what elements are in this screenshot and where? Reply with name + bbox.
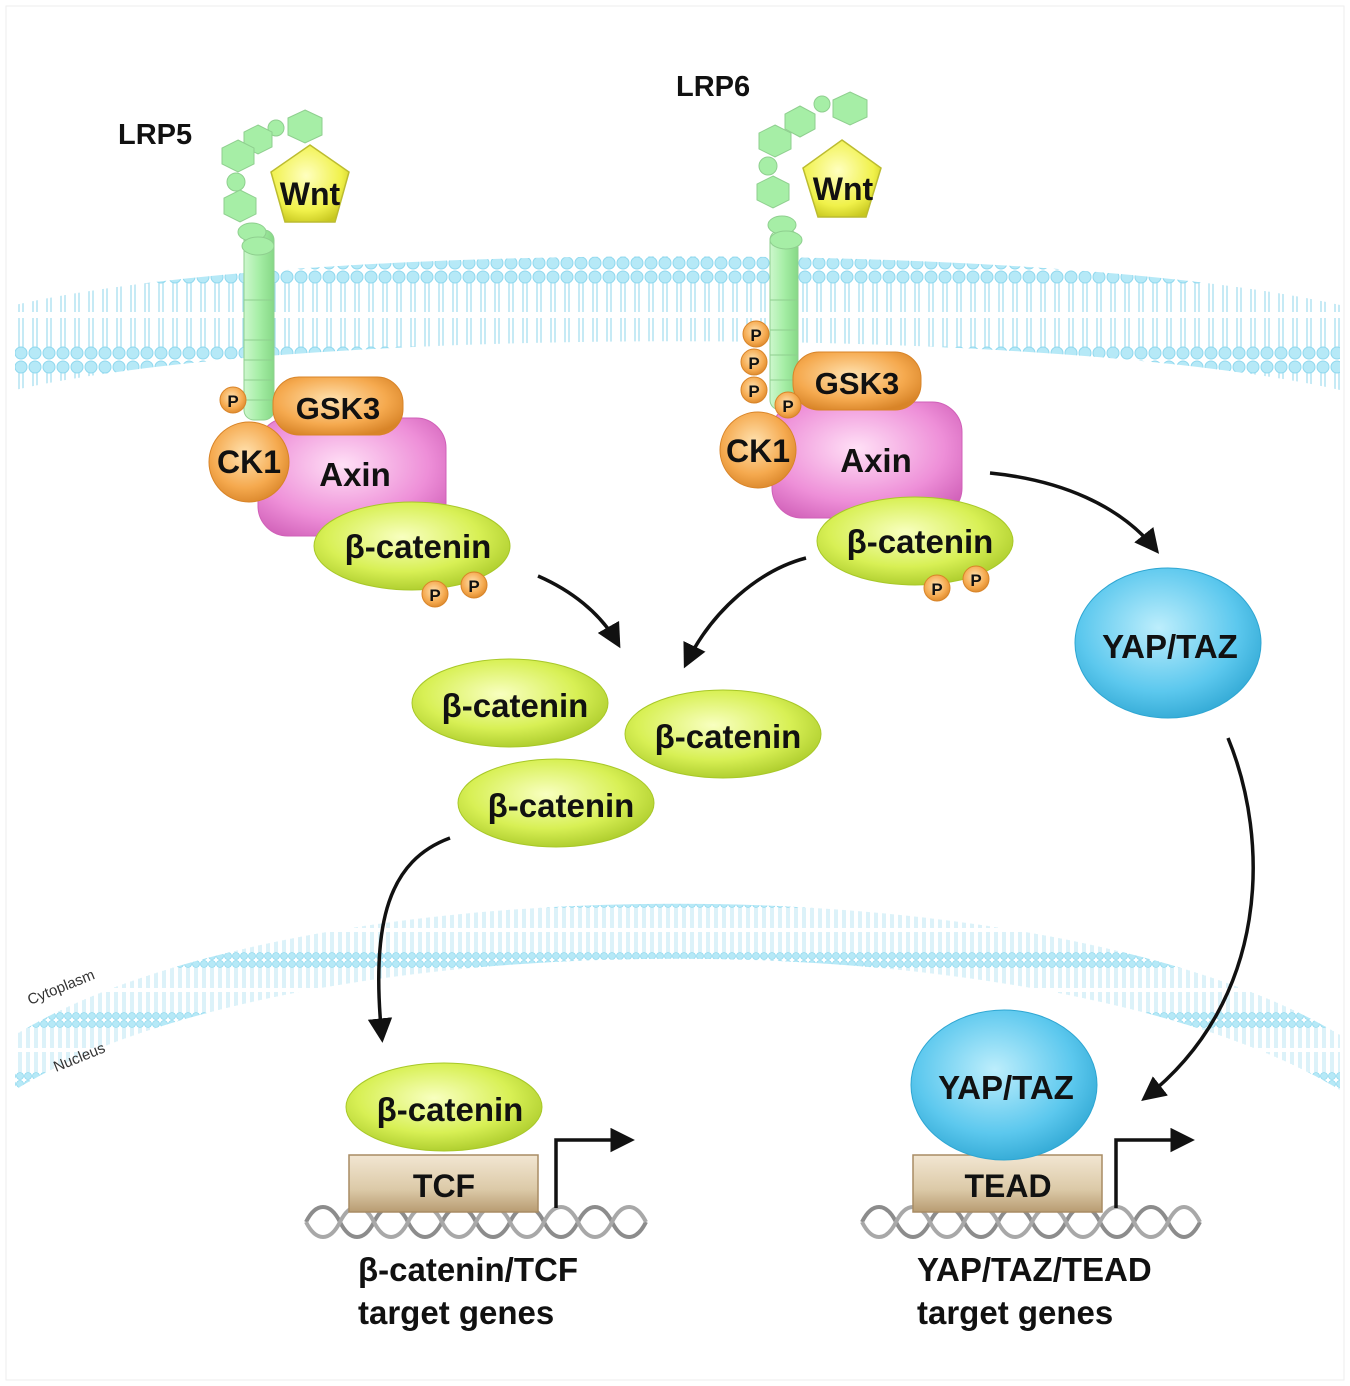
ck1-right-label: CK1 (726, 433, 790, 469)
beta-catenin-nucleus: β-catenin (345, 1062, 543, 1152)
wnt-ligand-right: Wnt (802, 139, 882, 218)
arrow-yap-to-nucleus (1141, 737, 1255, 1102)
phospho-right-bcat-1: P (931, 580, 942, 599)
free-beta-catenin-1: β-catenin (411, 658, 609, 748)
beta-catenin-left-complex-label: β-catenin (345, 528, 492, 565)
lrp5-receptor (221, 109, 323, 421)
tead-targets-line1: YAP/TAZ/TEAD (917, 1251, 1152, 1288)
transcription-arrow-right (1114, 1127, 1195, 1208)
ck1-left-label: CK1 (217, 444, 281, 480)
destruction-complex-left: Axin GSK3 CK1 P β-catenin P P (208, 376, 511, 608)
tead-factor: TEAD (912, 1154, 1103, 1213)
lrp6-receptor (756, 91, 868, 411)
phospho-right-bcat-2: P (970, 571, 981, 590)
tcf-targets-line2: target genes (358, 1294, 554, 1331)
arrow-right-release (683, 556, 807, 669)
svg-text:YAP/TAZ: YAP/TAZ (938, 1069, 1074, 1106)
beta-catenin-right-complex-label: β-catenin (847, 523, 994, 560)
wnt-left-label: Wnt (280, 176, 341, 212)
lrp6-label: LRP6 (676, 71, 750, 103)
svg-text:YAP/TAZ: YAP/TAZ (1102, 628, 1238, 665)
wnt-right-label: Wnt (813, 171, 874, 207)
phospho-right-receptor-1: P (750, 326, 761, 345)
arrow-axin-to-yap (989, 471, 1160, 554)
free-beta-catenin-2: β-catenin (624, 689, 822, 779)
transcription-arrow-left (554, 1127, 635, 1208)
axin-right-label: Axin (840, 442, 912, 479)
yap-taz-cytoplasm: YAP/TAZ (1074, 567, 1262, 719)
svg-text:TCF: TCF (413, 1168, 475, 1204)
tcf-targets-line1: β-catenin/TCF (358, 1251, 578, 1288)
phospho-left-bcat-1: P (429, 586, 440, 605)
destruction-complex-right: Axin GSK3 CK1 P P P P β-catenin P P (719, 320, 1014, 602)
tead-targets-line2: target genes (917, 1294, 1113, 1331)
svg-text:β-catenin: β-catenin (442, 687, 589, 724)
gsk3-right-label: GSK3 (815, 366, 899, 401)
svg-text:β-catenin: β-catenin (655, 718, 802, 755)
phospho-left-bcat-2: P (468, 577, 479, 596)
tcf-factor: TCF (348, 1154, 539, 1213)
yap-taz-nucleus: YAP/TAZ (910, 1009, 1098, 1161)
axin-left-label: Axin (319, 456, 391, 493)
phospho-right-receptor-2: P (748, 354, 759, 373)
gsk3-left-label: GSK3 (296, 391, 380, 426)
phospho-right-receptor-3: P (748, 382, 759, 401)
phospho-left-receptor: P (227, 392, 238, 411)
svg-text:β-catenin: β-catenin (488, 787, 635, 824)
wnt-ligand-left: Wnt (270, 144, 350, 223)
arrow-left-release (537, 574, 621, 649)
pathway-arrows (367, 471, 1255, 1102)
free-beta-catenin-3: β-catenin (457, 758, 655, 848)
svg-text:β-catenin: β-catenin (377, 1091, 524, 1128)
svg-text:TEAD: TEAD (964, 1168, 1051, 1204)
lrp5-label: LRP5 (118, 119, 192, 151)
phospho-right-receptor-4: P (782, 397, 793, 416)
arrow-bcat-to-nucleus (367, 836, 451, 1043)
